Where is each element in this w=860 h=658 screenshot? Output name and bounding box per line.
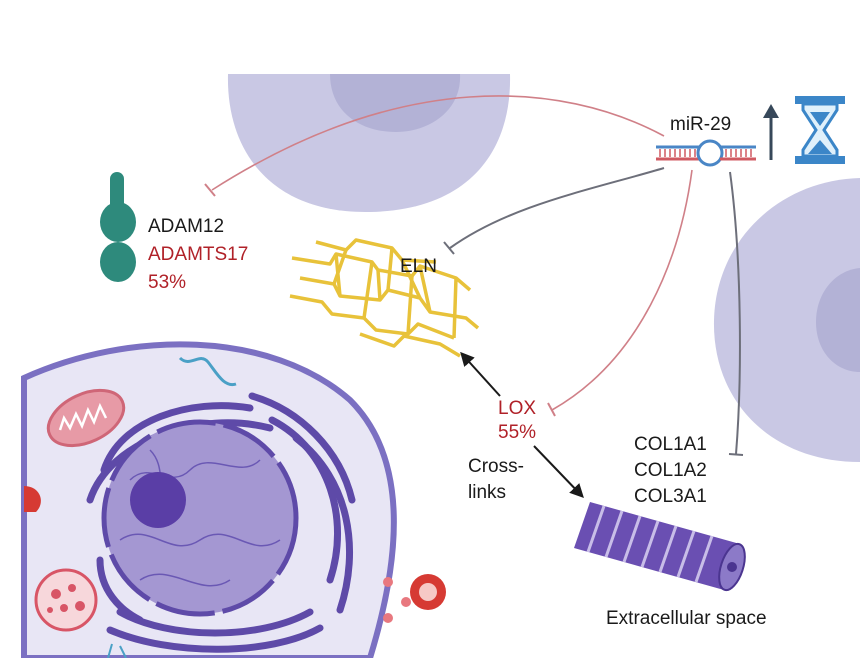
inhibition-to-adam — [204, 95, 665, 197]
lox-percent: 55% — [498, 422, 537, 443]
mirna-hairpin-icon — [656, 139, 756, 167]
inhibition-to-collagen — [728, 171, 744, 456]
protease-icon — [100, 172, 136, 282]
col1a1-label: COL1A1 — [634, 434, 707, 455]
crosslink-arrow-to-eln — [460, 351, 501, 397]
inhibition-to-eln — [443, 167, 665, 255]
col1a2-label: COL1A2 — [634, 460, 707, 481]
col3a1-label: COL3A1 — [634, 486, 707, 507]
collagen-fiber-icon — [574, 502, 746, 592]
lysosome — [410, 574, 446, 610]
crosslinks-label-line2: links — [468, 482, 507, 503]
extracellular-space-label: Extracellular space — [606, 608, 767, 629]
inhibition-to-lox — [547, 169, 693, 417]
lox-label: LOX — [498, 398, 537, 419]
adamts17-label: ADAMTS17 — [148, 244, 249, 265]
crosslink-arrow-to-collagen — [533, 445, 584, 499]
right-cell — [713, 178, 860, 462]
vesicle — [34, 568, 98, 632]
hourglass-icon — [795, 96, 845, 164]
crosslinks-label-line1: Cross- — [468, 456, 524, 477]
eln-label: ELN — [400, 256, 437, 277]
bottom-left-cell — [21, 341, 446, 658]
elastin-fiber-icon — [289, 238, 480, 358]
endoplasmic-reticulum — [86, 392, 356, 653]
adamts17-percent: 53% — [148, 272, 187, 293]
nucleus — [101, 419, 299, 617]
adam12-label: ADAM12 — [148, 216, 225, 237]
top-cell — [227, 74, 511, 213]
mitochondrion — [46, 388, 126, 448]
mir29-label: miR-29 — [670, 114, 732, 135]
up-arrow-icon — [763, 104, 779, 160]
